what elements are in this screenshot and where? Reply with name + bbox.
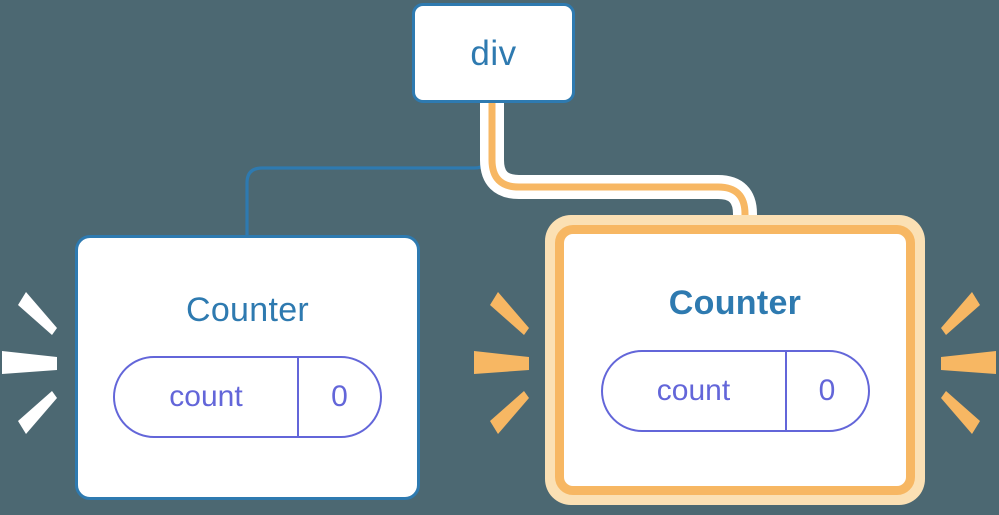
state-pill-left[interactable]: count 0 [113, 356, 382, 438]
sparkle-ray-orange-mid-top [490, 292, 529, 335]
node-counter-right-title: Counter [668, 284, 802, 322]
edge-div-to-counter-left [245, 101, 491, 238]
state-key-left: count [169, 380, 243, 413]
state-value-left: 0 [297, 358, 380, 436]
node-counter-right[interactable]: Counter count 0 [545, 215, 925, 505]
sparkle-ray-orange-mid-bottom [490, 391, 529, 434]
sparkle-ray-orange-right-bottom [941, 391, 980, 434]
node-div[interactable]: div [412, 3, 575, 103]
sparkle-left-of-counter-left [2, 292, 57, 434]
sparkle-ray-white-middle [2, 351, 57, 374]
node-counter-right-inner: Counter count 0 [555, 225, 915, 495]
sparkle-right-of-counter-left [474, 292, 529, 434]
sparkle-ray-white-top [18, 292, 57, 335]
sparkle-right-of-counter-right [941, 292, 996, 434]
node-div-label: div [470, 33, 517, 73]
node-counter-left[interactable]: Counter count 0 [75, 235, 420, 500]
state-pill-right[interactable]: count 0 [600, 350, 870, 432]
sparkle-ray-white-bottom [18, 391, 57, 434]
state-value-right: 0 [784, 352, 868, 430]
sparkle-ray-orange-right-middle [941, 351, 996, 374]
sparkle-ray-orange-mid-middle [474, 351, 529, 374]
node-counter-left-title: Counter [185, 291, 310, 329]
sparkle-ray-orange-right-top [941, 292, 980, 335]
state-key-right: count [656, 374, 731, 407]
